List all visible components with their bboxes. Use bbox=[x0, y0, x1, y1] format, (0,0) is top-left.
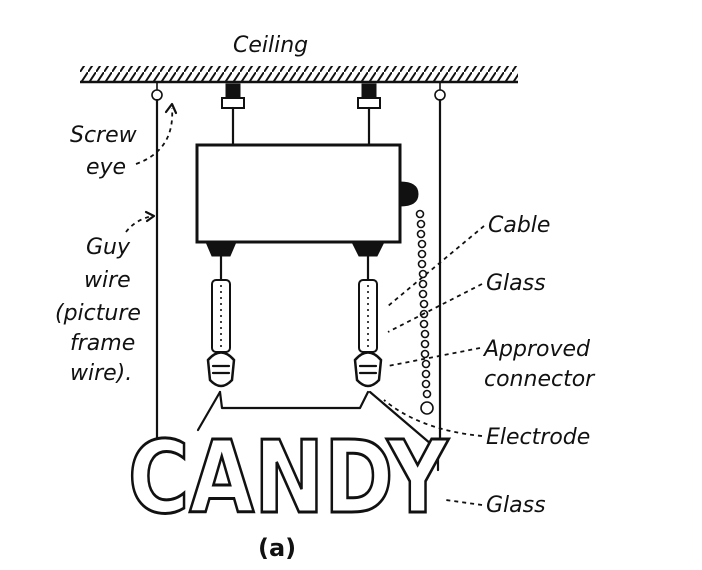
pull-chain-switch bbox=[399, 181, 419, 207]
electrode-label: Electrode bbox=[486, 425, 590, 450]
guy-wire-label-1: Guy bbox=[86, 235, 131, 260]
neon-tube-right-lead bbox=[368, 390, 440, 472]
neon-tube-left-lead bbox=[196, 390, 222, 432]
glass-top-label: Glass bbox=[486, 271, 546, 296]
guy-wire-label-3: (picture bbox=[55, 301, 141, 326]
screw-eye-right bbox=[434, 89, 446, 101]
caption: (a) bbox=[258, 534, 296, 562]
screw-eye-left bbox=[151, 89, 163, 101]
cable-leader bbox=[387, 225, 485, 307]
screw-eye-leader bbox=[135, 107, 174, 165]
guy-wire-label-4: frame bbox=[70, 331, 135, 356]
cable-tube-right bbox=[353, 254, 383, 388]
connector-leader bbox=[387, 347, 481, 367]
ceiling-label: Ceiling bbox=[233, 33, 308, 58]
transformer-box bbox=[195, 143, 402, 244]
cable-tube-left bbox=[206, 254, 236, 388]
bushing-right bbox=[351, 241, 385, 257]
mount-stud-right bbox=[357, 83, 381, 147]
guy-wire-leader bbox=[125, 215, 153, 233]
guy-wire-label-2: wire bbox=[84, 268, 131, 293]
glass-top-leader bbox=[387, 283, 483, 333]
glass-bottom-label: Glass bbox=[486, 493, 546, 518]
screw-eye-label-2: eye bbox=[86, 155, 126, 180]
screw-eye-label-1: Screw bbox=[70, 123, 138, 148]
neon-tube-bridge bbox=[218, 390, 370, 410]
guy-wire-label-5: wire). bbox=[70, 361, 132, 386]
bushing-left bbox=[205, 241, 237, 257]
candy-sign: CANDY bbox=[128, 419, 449, 536]
mount-stud-left bbox=[221, 83, 245, 147]
approved-connector-label-2: connector bbox=[484, 367, 596, 392]
approved-connector-label-1: Approved bbox=[482, 337, 591, 362]
electrode-leader bbox=[383, 399, 483, 437]
pull-chain bbox=[415, 209, 434, 415]
ceiling bbox=[80, 66, 518, 84]
glass-bottom-leader bbox=[445, 499, 483, 506]
cable-label: Cable bbox=[488, 213, 550, 238]
